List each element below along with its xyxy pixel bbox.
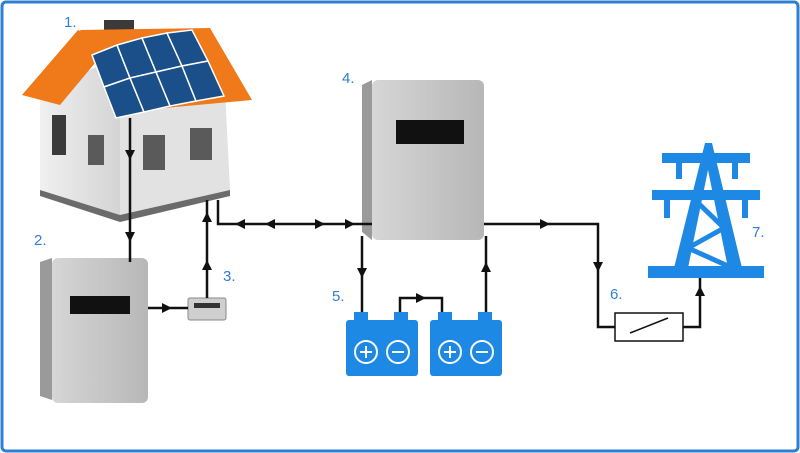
label-inverter-center: 4. (342, 70, 355, 87)
battery-icon (430, 312, 502, 376)
flow-arrows (125, 150, 705, 313)
house-with-solar-panels-icon (22, 20, 252, 222)
transmission-tower-icon (648, 143, 764, 278)
battery-icon (346, 312, 418, 376)
label-meter: 3. (223, 268, 236, 285)
disconnect-switch-icon (614, 312, 684, 342)
label-switch: 6. (610, 286, 623, 303)
label-pylon: 7. (752, 224, 765, 241)
inverter-left-icon (40, 258, 148, 403)
label-batteries: 5. (332, 288, 345, 305)
label-house: 1. (64, 14, 77, 31)
electricity-meter-icon (187, 297, 227, 321)
label-inverter-left: 2. (34, 232, 47, 249)
inverter-center-icon (362, 80, 484, 240)
